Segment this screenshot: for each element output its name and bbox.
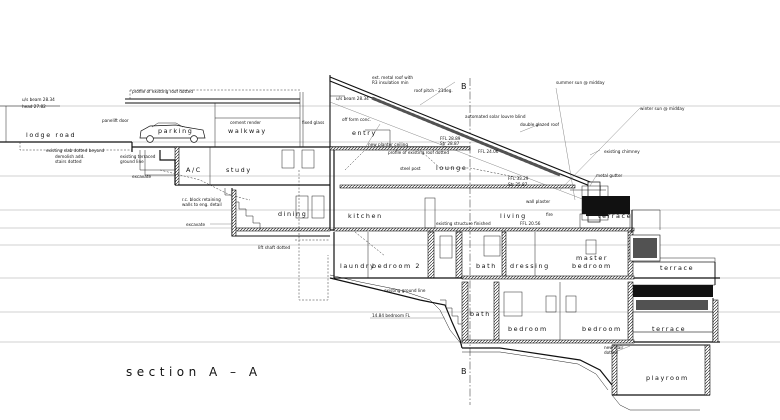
note-excavate-2: excavate: [186, 222, 205, 227]
room-label-laundry: laundry: [340, 262, 375, 270]
note-summer-sun: summer sun @ midday: [556, 80, 605, 85]
playroom-level: [462, 344, 711, 411]
note-panelift-door: panelift door: [102, 118, 129, 123]
room-label-bath-upper: bath: [476, 262, 497, 270]
upper-floors: [174, 129, 661, 257]
section-marker-bottom: B: [461, 367, 467, 376]
note-lift-shaft: lift shaft dotted: [258, 245, 291, 250]
section-cut-line: B B: [461, 78, 471, 405]
leader-lines: [210, 81, 631, 353]
room-label-lounge: lounge: [436, 164, 467, 172]
note-profile-existing-roof-2: profile of existing roof dotted: [388, 150, 449, 155]
room-label-parking: parking: [158, 127, 193, 135]
note-demolish-add: demolish add.: [55, 154, 85, 159]
note-winter-sun: winter sun @ midday: [640, 106, 685, 111]
lower-bedroom-level: [440, 281, 720, 344]
note-wall-plaster: wall plaster: [526, 199, 550, 204]
room-label-walkway: walkway: [228, 127, 267, 135]
room-label-living: living: [500, 212, 527, 220]
note-stairs-dotted: stairs dotted: [55, 159, 82, 164]
note-existing-ground-line: existing ground line: [384, 288, 426, 293]
room-label-bedroom-lower-right: bedroom: [582, 325, 622, 333]
drawing-title: section A – A: [126, 365, 262, 379]
room-label-ac: A/C: [186, 166, 202, 174]
note-head: head 27.82: [22, 104, 46, 109]
note-off-form-conc: off form conc.: [342, 117, 371, 122]
room-label-master: master: [576, 254, 608, 262]
room-label-lodge-road: lodge road: [26, 131, 76, 139]
note-uls-beam-left: u/s beam 28.34: [22, 97, 55, 102]
room-label-terrace-mid: terrace: [660, 264, 694, 272]
note-uls-beam-mid: u/s beam 28.34: [336, 96, 369, 101]
room-label-master-bedroom: bedroom: [572, 262, 612, 270]
room-label-playroom: playroom: [646, 374, 689, 382]
note-profile-existing-roof: profile of existing roof dotted: [132, 89, 193, 94]
note-str-2587: Str 25.87: [508, 182, 528, 187]
note-existing-slab: existing slab dotted beyond: [46, 148, 105, 153]
bedroom-level: [333, 231, 720, 297]
room-label-kitchen: kitchen: [348, 212, 383, 220]
room-label-dining: dining: [278, 210, 307, 218]
note-dotted: dotted: [604, 350, 618, 355]
annotation-notes: u/s beam 28.34 head 27.82 profile of exi…: [22, 75, 685, 355]
room-label-bedroom-lower-left: bedroom: [508, 325, 548, 333]
note-existing-structure: existing structure finished: [436, 221, 491, 226]
sun-angle-lines: [555, 87, 641, 201]
note-existing-terraced: existing terraced: [120, 154, 156, 159]
note-fire: fire: [546, 212, 553, 217]
section-marker-top: B: [461, 82, 467, 91]
note-ffl-3329: FFL 33.29: [508, 176, 529, 181]
note-ext-metal-roof: ext. metal roof with: [372, 75, 413, 80]
note-ffl-2056: FFL 20.56: [520, 221, 541, 226]
room-label-bedroom-2: bedroom 2: [372, 262, 421, 270]
note-bedroom-fl: 14.84 bedroom FL: [372, 313, 411, 318]
note-automated-louvre: automated solar louvre blind: [465, 114, 526, 119]
note-ffl-2406: FFL 24.06: [478, 149, 499, 154]
note-fixed-glass: fixed glass: [302, 120, 324, 125]
note-excavate-1: excavate: [132, 174, 151, 179]
room-label-study: study: [226, 166, 252, 174]
note-cement-render: cement render: [230, 120, 261, 125]
note-ground-line: ground line: [120, 159, 144, 164]
road-level: [0, 75, 331, 152]
note-ffl-2899: FFL 28.89: [440, 136, 461, 141]
note-double-glazed: double glazed roof: [520, 122, 560, 127]
note-new-stair: new stair: [604, 345, 624, 350]
note-existing-chimney: existing chimney: [604, 149, 640, 154]
note-insulation: R3 insulation min: [372, 80, 409, 85]
note-roof-pitch: roof pitch - 21deg.: [414, 88, 453, 93]
room-label-terrace-lower: terrace: [652, 325, 686, 333]
ground-and-retaining: [139, 150, 463, 349]
note-rl-block: r.c. block retaining: [182, 197, 221, 202]
room-label-entry: entry: [352, 129, 377, 137]
note-str-2887: Str 28.87: [440, 141, 460, 146]
room-label-terrace-upper: terrace: [598, 212, 632, 220]
room-labels: lodge road parking walkway entry A/C stu…: [26, 127, 694, 382]
note-walls-to-eng: walls to eng. detail: [182, 202, 222, 207]
room-label-bath-lower: bath: [470, 310, 491, 318]
note-steel-post: steel post: [400, 166, 421, 171]
room-label-dressing: dressing: [510, 262, 550, 270]
car-icon: [139, 122, 206, 143]
note-metal-gutter: metal gutter: [596, 173, 623, 178]
note-new-planter-ceiling: new planter ceiling: [368, 142, 408, 147]
